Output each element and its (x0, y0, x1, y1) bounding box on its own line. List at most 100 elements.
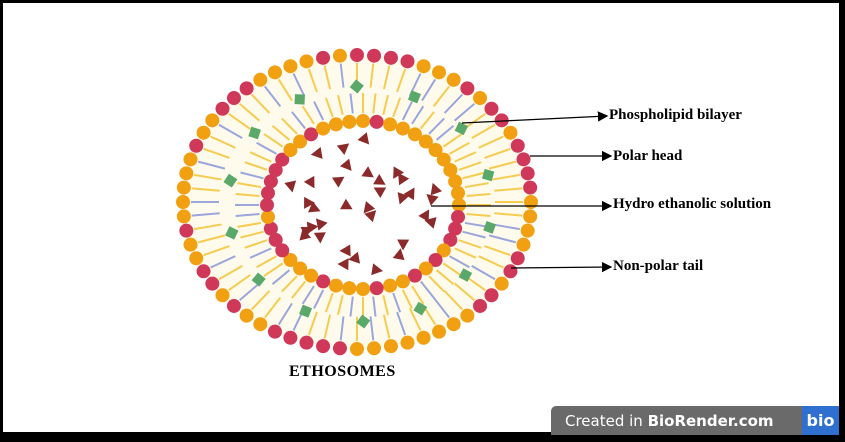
polar-head (395, 121, 410, 136)
ethanol-particle (339, 158, 352, 171)
drug-molecule (458, 268, 473, 282)
lipid-tail (191, 212, 220, 217)
polar-head (263, 221, 278, 236)
lipid-tail (307, 311, 318, 336)
ethanol-particle (306, 221, 319, 234)
ethanol-particle (304, 196, 316, 209)
ethanol-particle (373, 173, 386, 185)
lipid-tail (454, 247, 477, 259)
polar-head (328, 278, 343, 293)
polar-head (383, 50, 398, 65)
polar-head (452, 198, 466, 212)
badge-brand: BioRender.com (647, 411, 774, 430)
label-non-polar-tail: Non-polar tail (613, 258, 704, 274)
biorender-badge[interactable]: Created in BioRender.com bio (551, 406, 839, 435)
drug-molecule (299, 304, 313, 318)
polar-head (443, 232, 458, 247)
polar-head (350, 48, 364, 62)
lipid-tail (238, 102, 261, 122)
polar-head (520, 166, 535, 181)
polar-head (356, 282, 370, 296)
polar-head (332, 341, 347, 356)
ethanol-particle (313, 232, 326, 244)
polar-head (328, 117, 343, 132)
polar-head (367, 48, 382, 63)
lipid-tail (382, 314, 391, 339)
drug-molecule (294, 94, 305, 105)
ethanol-particle (308, 201, 321, 213)
lipid-tail (349, 93, 354, 114)
lipid-tail (458, 239, 482, 249)
ethanol-particle (392, 248, 405, 261)
ethanol-particle (299, 228, 312, 241)
lipid-tail (443, 290, 464, 311)
ethanol-particle (339, 244, 351, 257)
lipid-tail (218, 123, 243, 139)
polar-head (253, 317, 268, 332)
polar-head (520, 223, 535, 238)
lipid-tail (250, 93, 271, 114)
polar-head (293, 261, 308, 276)
polar-head (226, 298, 241, 313)
polar-head (446, 72, 461, 87)
polar-head (432, 324, 447, 339)
lipid-tail (369, 63, 375, 88)
lipid-tail (442, 262, 463, 277)
lipid-tail (210, 255, 236, 269)
lipid-tail (484, 147, 511, 159)
label-phospholipid-bilayer: Phospholipid bilayer (609, 107, 742, 123)
lipid-tail (256, 141, 278, 155)
polar-head (484, 101, 499, 116)
ethanol-particle (363, 201, 376, 214)
polar-head (196, 125, 211, 140)
lipid-tail (324, 97, 334, 118)
lipid-tail (492, 223, 520, 231)
polar-head (268, 232, 283, 247)
lipid-tail (419, 111, 435, 130)
lipid-tail (235, 193, 260, 197)
polar-head (176, 195, 190, 209)
polar-head (332, 48, 347, 63)
polar-head (342, 281, 357, 296)
ethanol-particle (426, 194, 439, 206)
polar-head (260, 198, 274, 212)
lipid-tail (464, 182, 489, 189)
lipid-tail (301, 105, 315, 125)
label-polar-head: Polar head (613, 148, 683, 164)
polar-head (523, 180, 538, 195)
polar-head (283, 330, 298, 345)
polar-head (267, 324, 282, 339)
ethanol-particle (364, 210, 377, 223)
lipid-tail (428, 117, 445, 135)
polar-head (446, 317, 461, 332)
lipid-tail (240, 230, 264, 239)
ethanol-particle (393, 166, 404, 179)
polar-head (179, 223, 194, 238)
polar-head (189, 138, 204, 153)
polar-head (494, 276, 509, 291)
polar-head (316, 121, 331, 136)
polar-head (448, 174, 463, 189)
ethosome-illustration (176, 48, 613, 356)
lipid-tail (453, 102, 476, 122)
polar-head (451, 209, 466, 224)
ethanol-particle (340, 198, 353, 210)
polar-head (275, 152, 290, 167)
lipid-tail (307, 68, 318, 93)
drug-molecule (349, 79, 364, 94)
ethanol-particle (348, 251, 361, 264)
lipid-tail (271, 269, 291, 285)
drug-molecule (356, 314, 371, 329)
lipid-tail (197, 160, 226, 170)
ethanol-particle (331, 176, 345, 188)
polar-head (183, 152, 198, 167)
lipid-tail (401, 101, 413, 121)
ethanol-particle (373, 187, 387, 199)
polar-head (369, 114, 384, 129)
drug-molecule (223, 173, 238, 188)
lipid-tail (428, 275, 445, 293)
polar-head (342, 114, 357, 129)
polar-head (260, 186, 275, 201)
lipid-tail (203, 245, 230, 257)
lipid-tail (197, 234, 226, 244)
